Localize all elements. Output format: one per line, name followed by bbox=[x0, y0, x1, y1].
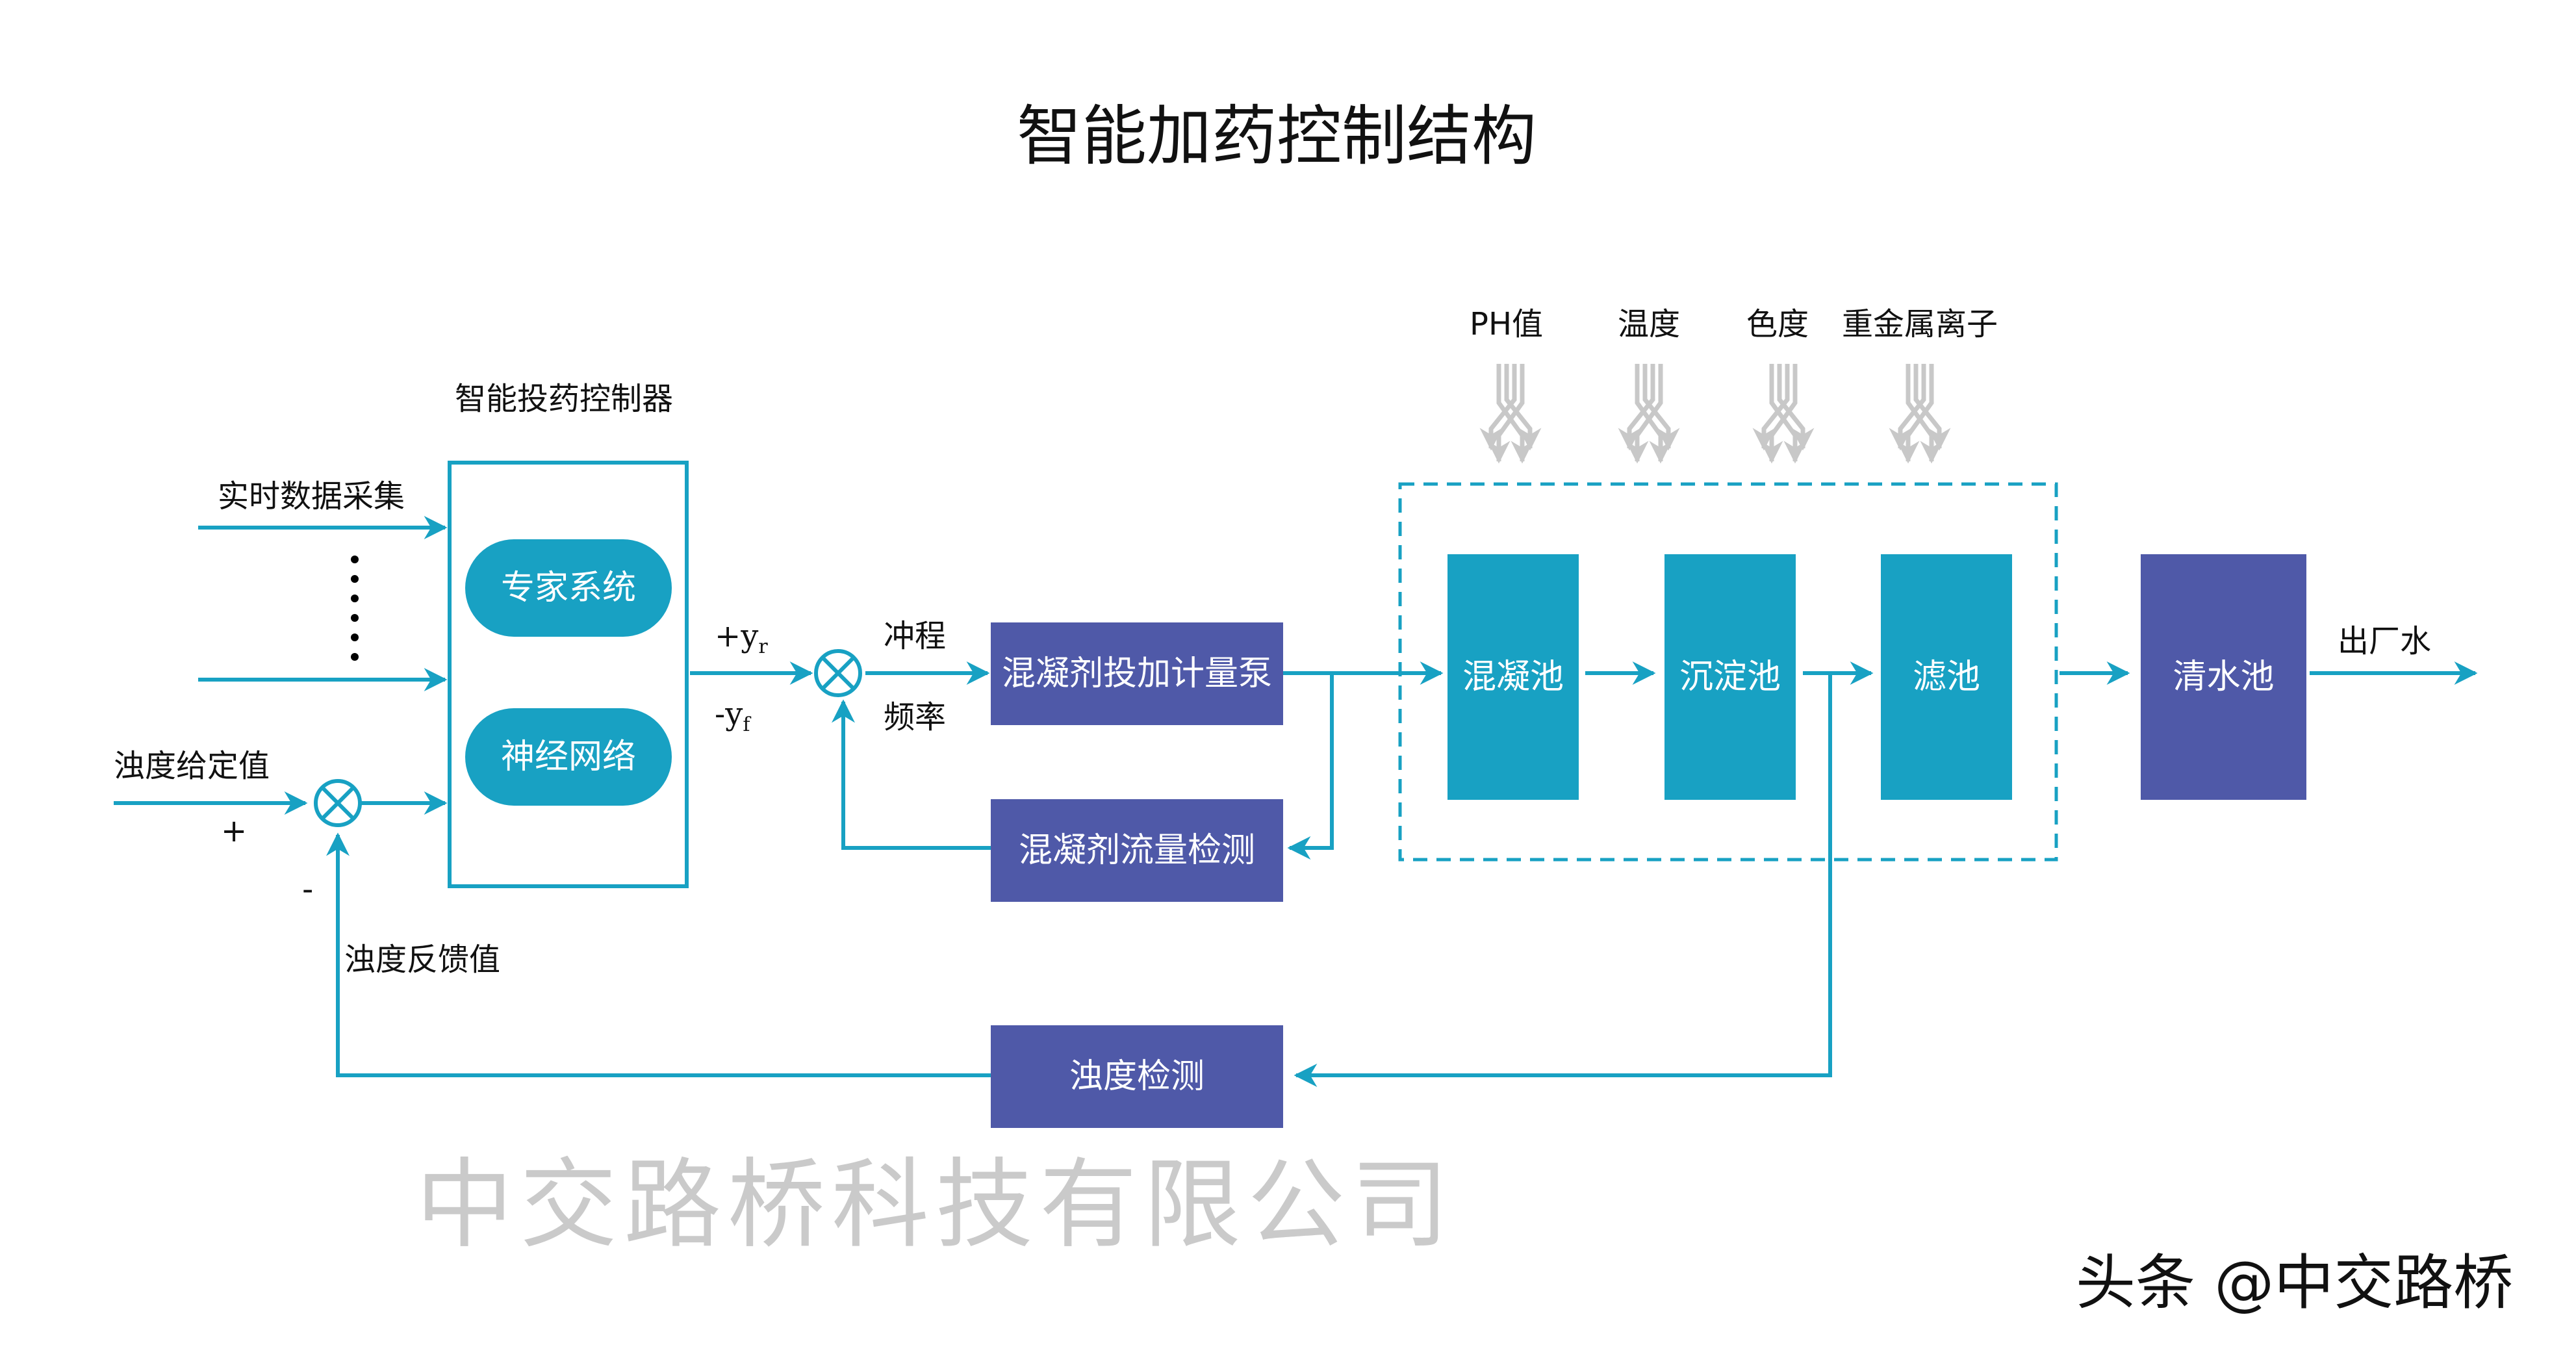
mixing-pool-label: 混凝池 bbox=[1462, 658, 1564, 697]
neural-network-label: 神经网络 bbox=[500, 737, 636, 776]
minus-sign: - bbox=[302, 871, 314, 908]
disturbance-arrow-3 bbox=[1889, 364, 1951, 464]
clear-water-pool[interactable]: 清水池 bbox=[2141, 554, 2306, 800]
disturbance-arrow-2 bbox=[1752, 364, 1815, 464]
credit-label: 头条 @中交路桥 bbox=[2076, 1248, 2514, 1318]
sum-junction-2 bbox=[814, 649, 862, 697]
yf-text: -y bbox=[715, 696, 743, 732]
flow-detect-label: 混凝剂流量检测 bbox=[1018, 831, 1255, 870]
controller-box bbox=[448, 461, 689, 888]
yr-subscript: r bbox=[758, 635, 768, 658]
disturbance-metal-label: 重金属离子 bbox=[1842, 306, 1998, 342]
filter-pool-label: 滤池 bbox=[1912, 658, 1980, 697]
setpoint-label: 浊度给定值 bbox=[114, 748, 270, 784]
watermark: 中交路桥科技有限公司 bbox=[416, 1149, 1456, 1262]
turbidity-sample-line bbox=[1294, 673, 1832, 1087]
controller-label: 智能投药控制器 bbox=[455, 381, 674, 417]
disturbance-temp-label: 温度 bbox=[1618, 306, 1681, 342]
disturbance-color-label: 色度 bbox=[1746, 306, 1809, 342]
filter-pool[interactable]: 滤池 bbox=[1881, 554, 2012, 800]
sedimentation-pool-label: 沉淀池 bbox=[1679, 658, 1781, 697]
yr-label: +yr bbox=[715, 617, 768, 666]
yf-label: -yf bbox=[715, 695, 750, 744]
neural-network-module[interactable]: 神经网络 bbox=[465, 708, 672, 806]
realtime-data-label: 实时数据采集 bbox=[218, 478, 405, 515]
diagram-title: 智能加药控制结构 bbox=[1017, 98, 1537, 174]
yf-subscript: f bbox=[743, 713, 750, 736]
disturbance-arrow-0 bbox=[1479, 364, 1542, 464]
flow-feedback-line bbox=[832, 699, 991, 850]
stroke-label: 冲程 bbox=[884, 618, 947, 654]
turbidity-feedback-line bbox=[326, 832, 991, 1077]
disturbance-ph-label: PH值 bbox=[1470, 306, 1544, 342]
plus-sign: + bbox=[221, 813, 248, 849]
disturbance-arrow-1 bbox=[1618, 364, 1680, 464]
expert-system-module[interactable]: 专家系统 bbox=[465, 539, 672, 637]
treatment-boundary bbox=[1398, 482, 2058, 862]
pump-to-flow-detect bbox=[1287, 673, 1334, 860]
sedimentation-pool[interactable]: 沉淀池 bbox=[1664, 554, 1796, 800]
dosing-pump-label: 混凝剂投加计量泵 bbox=[1001, 654, 1272, 693]
flow-detect-block[interactable]: 混凝剂流量检测 bbox=[991, 799, 1283, 902]
turbidity-detect-label: 浊度检测 bbox=[1069, 1057, 1205, 1096]
frequency-label: 频率 bbox=[884, 699, 947, 736]
dosing-pump-block[interactable]: 混凝剂投加计量泵 bbox=[991, 622, 1283, 725]
feedback-label: 浊度反馈值 bbox=[344, 941, 501, 978]
mixing-pool[interactable]: 混凝池 bbox=[1447, 554, 1579, 800]
sum-junction-1 bbox=[314, 779, 362, 827]
turbidity-detect-block[interactable]: 浊度检测 bbox=[991, 1025, 1283, 1128]
ellipsis-dots: ⋮ bbox=[351, 556, 359, 661]
expert-system-label: 专家系统 bbox=[500, 569, 636, 608]
output-water-label: 出厂水 bbox=[2338, 623, 2432, 659]
yr-text: +y bbox=[715, 618, 759, 654]
clear-water-pool-label: 清水池 bbox=[2173, 658, 2275, 697]
